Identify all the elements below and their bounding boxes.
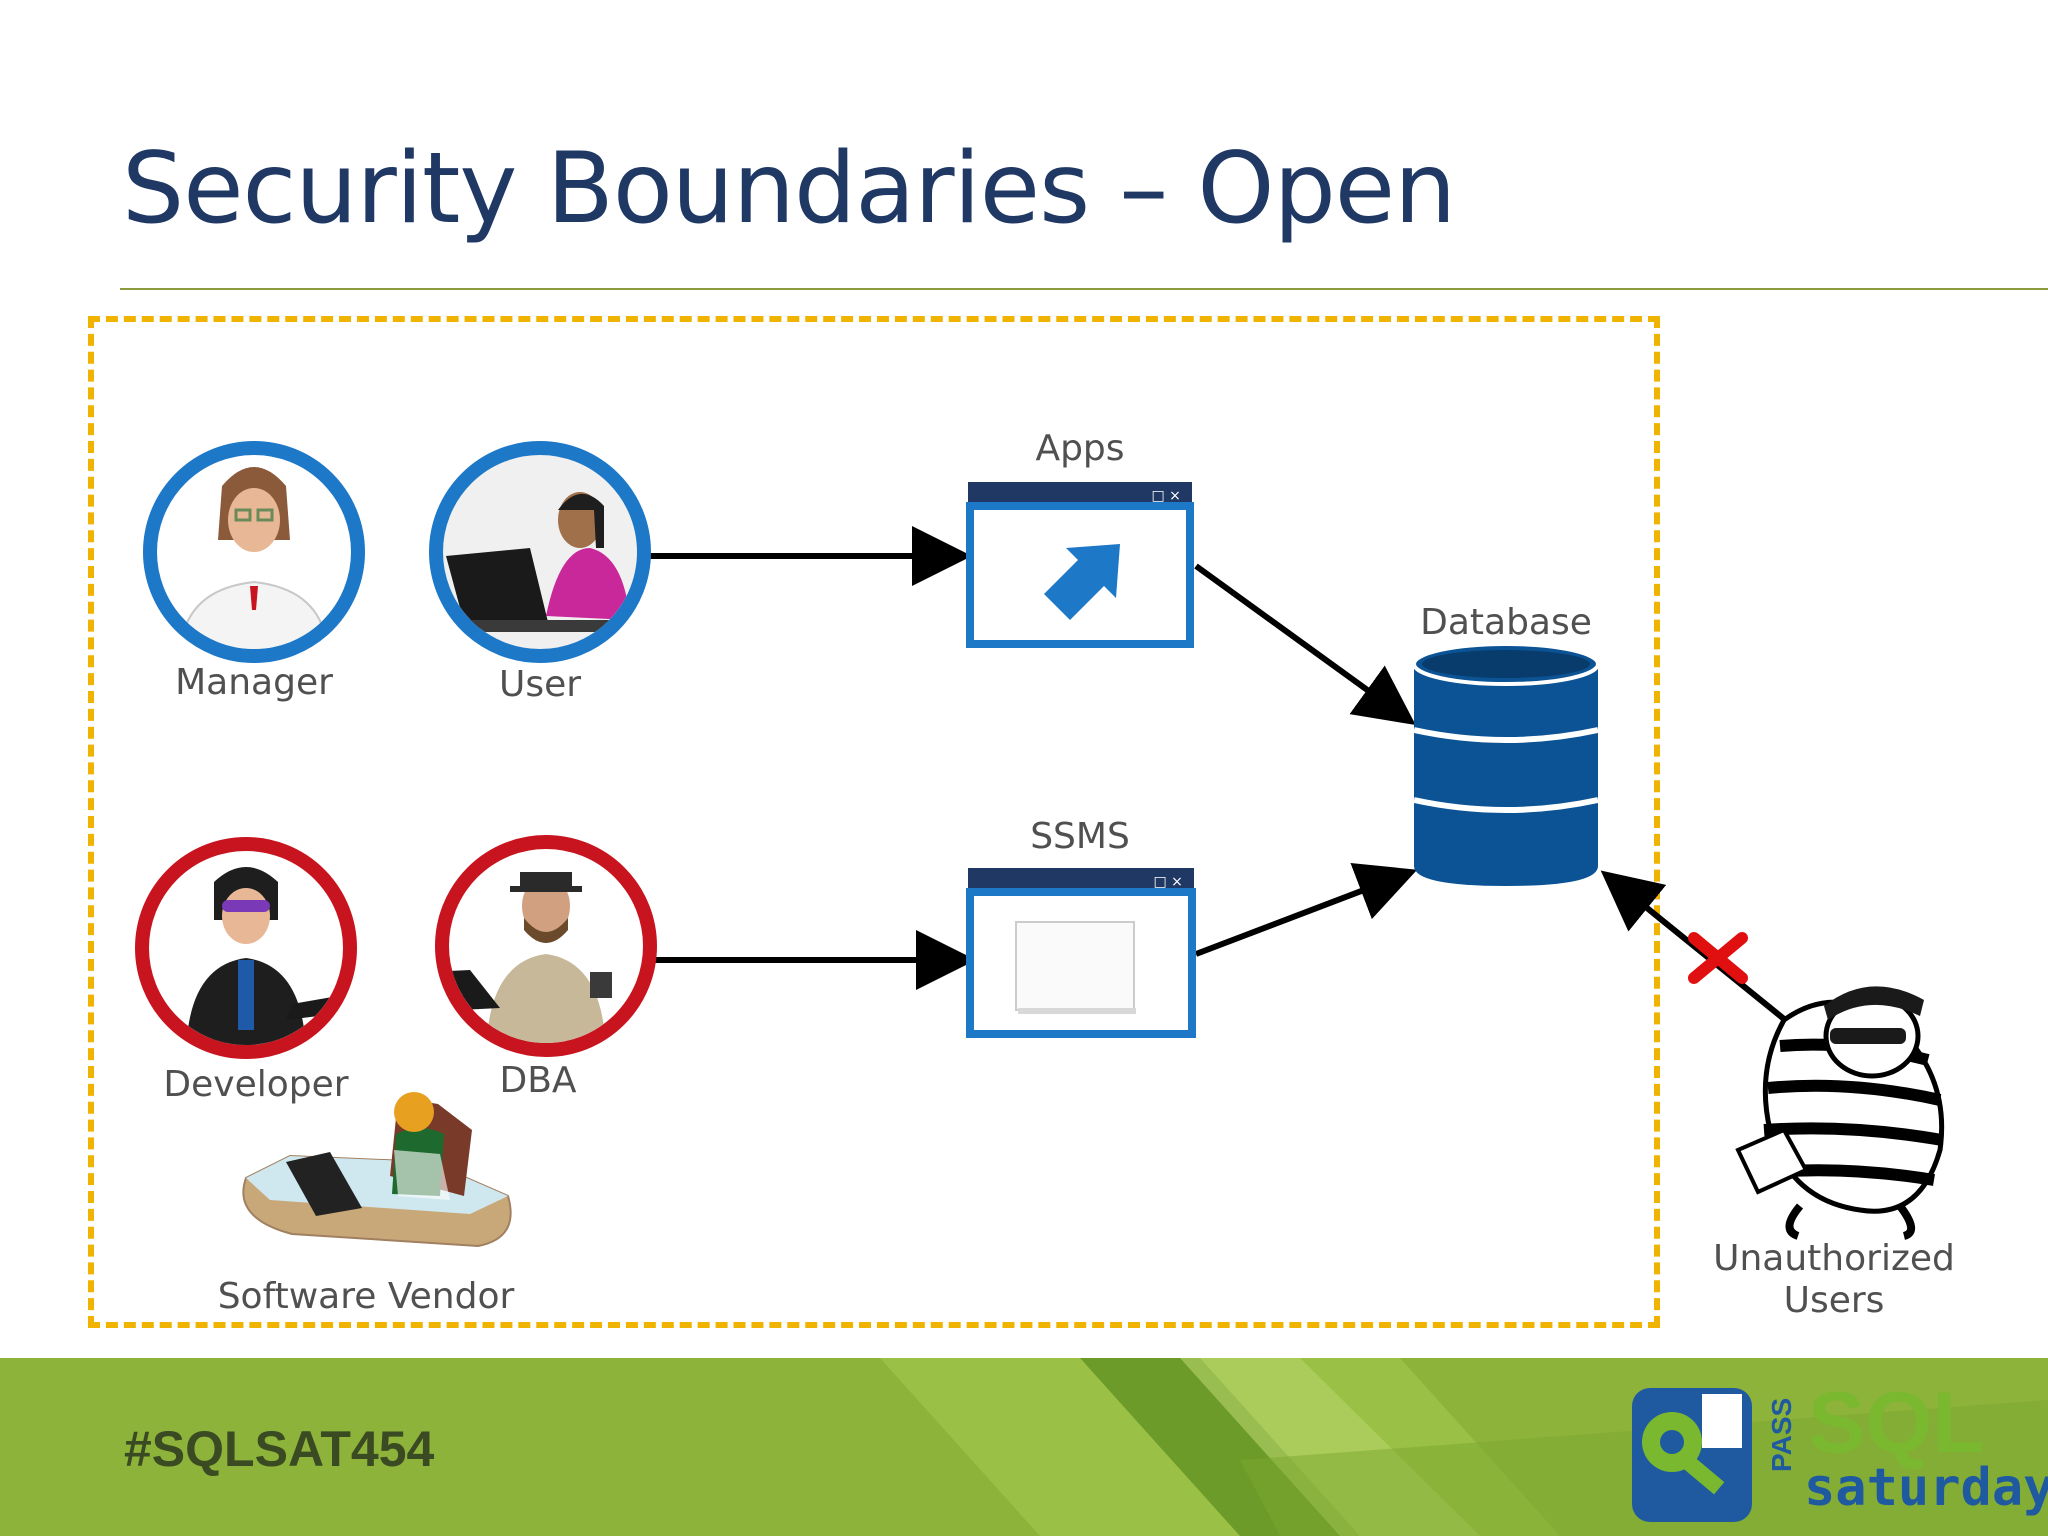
dba-label: DBA xyxy=(499,1060,577,1101)
apps-window-icon: _ □ × xyxy=(966,482,1194,648)
software-vendor-label: Software Vendor xyxy=(217,1276,515,1317)
database-icon xyxy=(1412,642,1600,886)
logo-graphic xyxy=(1632,1388,1752,1522)
svg-text:_ □ ×: _ □ × xyxy=(1139,488,1181,504)
ssms-to-database-arrow xyxy=(1194,863,1418,957)
logo-pass-text: PASS xyxy=(1766,1397,1797,1472)
user-icon xyxy=(429,441,651,663)
dba-icon xyxy=(435,835,657,1057)
svg-text:_ □ ×: _ □ × xyxy=(1141,874,1183,890)
unauthorized-users-label-line1: Unauthorized xyxy=(1713,1238,1955,1279)
unauthorized-users-label-line2: Users xyxy=(1783,1280,1885,1321)
logo-sql-text: SQL xyxy=(1808,1375,1985,1471)
developer-label: Developer xyxy=(163,1064,349,1105)
software-vendor-icon xyxy=(242,1092,512,1248)
manager-label: Manager xyxy=(175,662,333,703)
title-divider xyxy=(120,288,2048,290)
event-hashtag: #SQLSAT454 xyxy=(124,1421,435,1477)
slide-title: Security Boundaries – Open xyxy=(122,132,1456,246)
logo-saturday-text: saturday xyxy=(1804,1458,2048,1518)
ssms-label: SSMS xyxy=(1030,816,1130,857)
blocked-x-icon xyxy=(1688,932,1748,984)
sqlsaturday-logo: PASS SQL saturday xyxy=(1628,1375,2048,1530)
burglar-icon xyxy=(1735,986,1945,1240)
manager-icon xyxy=(143,441,365,663)
database-label: Database xyxy=(1420,602,1592,643)
apps-label: Apps xyxy=(1035,428,1125,469)
developer-icon xyxy=(135,837,357,1059)
ssms-window-icon: _ □ × xyxy=(966,868,1196,1038)
user-label: User xyxy=(498,664,582,705)
security-boundary xyxy=(88,316,1660,1328)
apps-to-database-arrow xyxy=(1194,563,1416,726)
